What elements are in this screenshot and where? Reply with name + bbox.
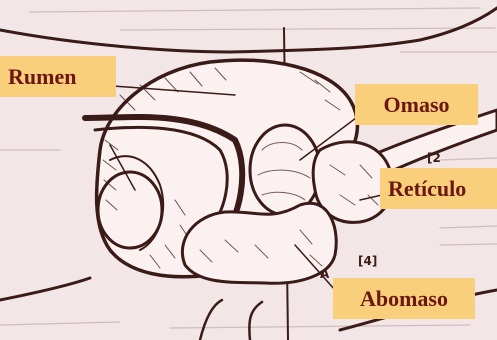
body-outline-top [0,8,497,52]
abomaso-letter-marker: A [320,267,330,281]
label-rumen: Rumen [0,56,116,97]
leg-outline [200,300,262,340]
reticulo-number-marker: [2 [427,151,441,165]
label-reticulo: Retículo [380,168,497,209]
label-abomaso: Abomaso [333,278,475,319]
abomaso-number-marker: [4] [358,254,377,268]
label-omaso: Omaso [355,84,478,125]
